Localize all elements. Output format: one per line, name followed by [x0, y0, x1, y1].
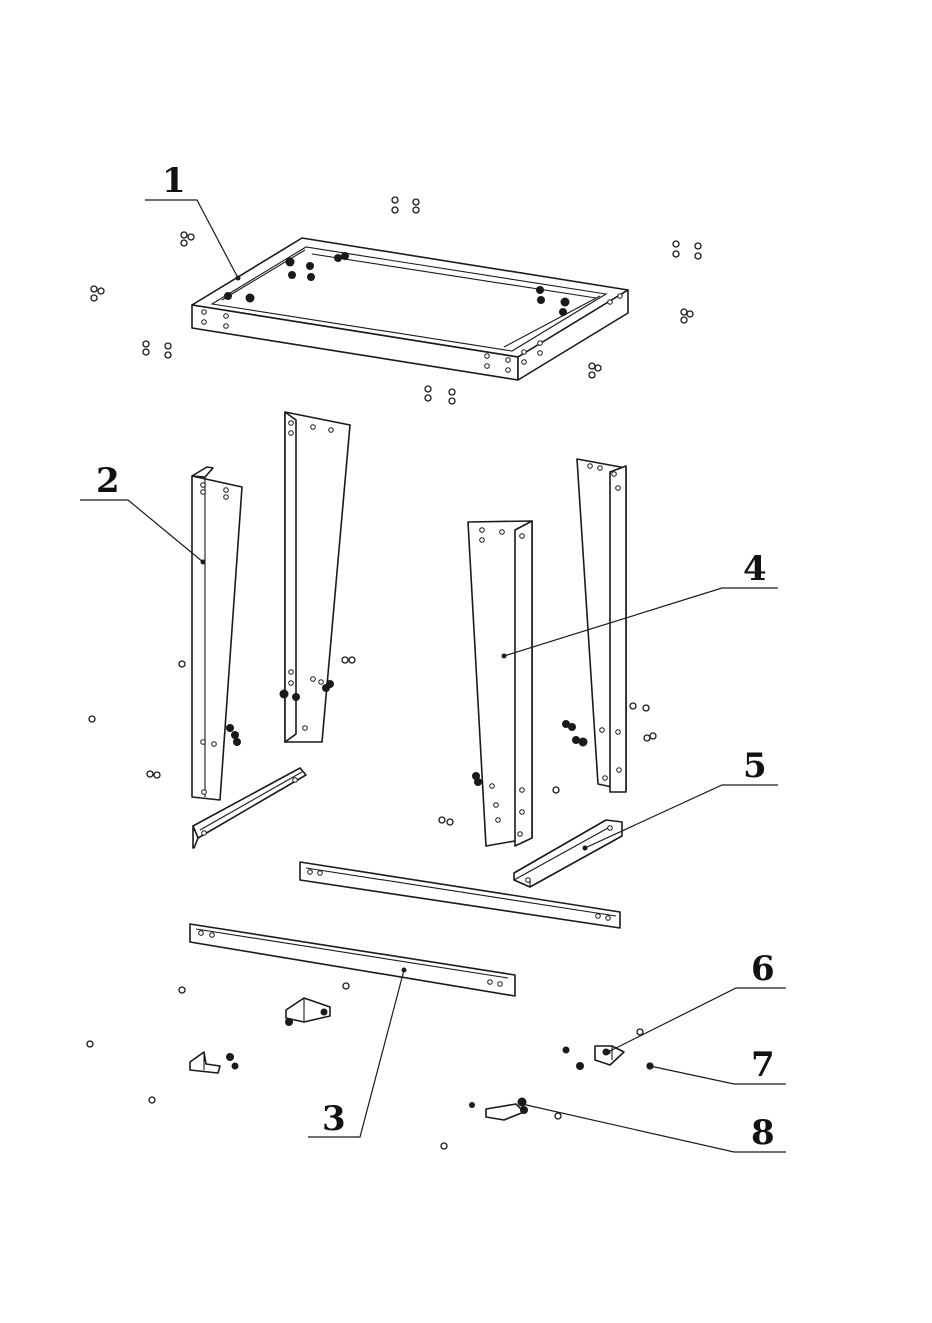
callout-7: 7 — [751, 1045, 775, 1085]
callout-2: 2 — [96, 461, 120, 501]
long-rail-front — [190, 924, 515, 996]
leg-rear-left — [280, 412, 351, 742]
top-frame — [192, 238, 628, 380]
corner-bracket-4 — [469, 1098, 528, 1121]
corner-bracket-1 — [285, 998, 330, 1026]
callout-4: 4 — [743, 549, 767, 589]
callout-5: 5 — [743, 746, 767, 786]
callout-1: 1 — [162, 161, 186, 201]
corner-bracket-3 — [563, 1046, 625, 1070]
callout-8: 8 — [751, 1113, 775, 1153]
callout-6: 6 — [751, 949, 775, 989]
long-rail-rear — [300, 862, 620, 928]
leg-rear-right — [562, 459, 626, 792]
leg-front-left — [192, 467, 242, 800]
leg-front-right — [468, 521, 532, 846]
corner-bracket-2 — [190, 1052, 239, 1073]
callout-3: 3 — [322, 1099, 346, 1139]
